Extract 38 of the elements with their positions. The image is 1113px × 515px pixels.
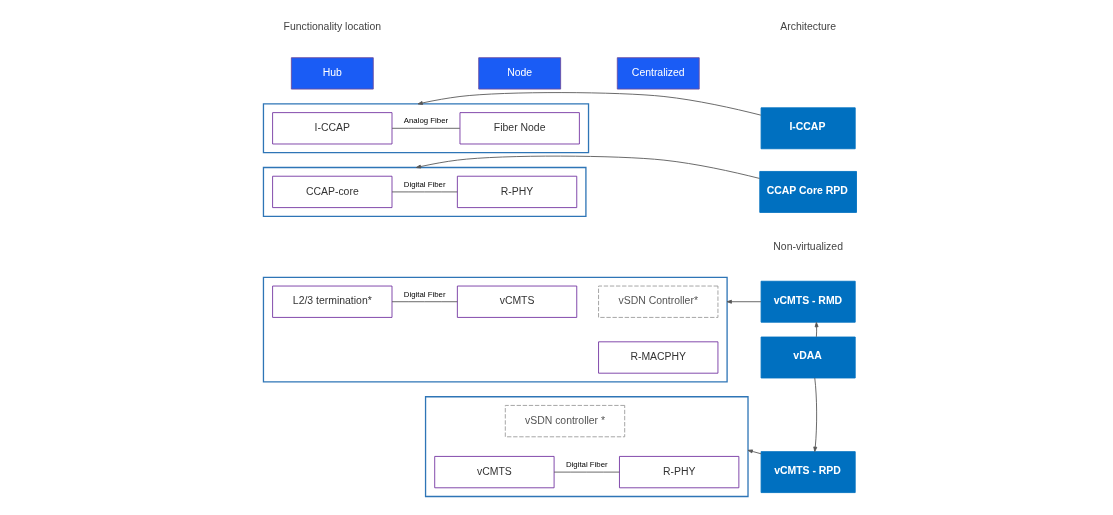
arrow [726, 299, 762, 304]
node-box: vSDN controller * [504, 405, 626, 438]
arrow [417, 92, 762, 116]
arrow [747, 449, 762, 455]
label: Functionality location [283, 20, 382, 32]
cluster [262, 276, 728, 383]
node-box: vSDN Controller* [598, 285, 719, 318]
connector [391, 191, 458, 193]
label: Architecture [780, 20, 836, 32]
edge-label: Analog Fiber [403, 116, 449, 126]
node-box: Centralized [616, 57, 700, 90]
label: Non-virtualized [773, 240, 843, 252]
edge-label: Digital Fiber [403, 289, 446, 299]
node-box: R-PHY [456, 175, 578, 209]
connector [553, 471, 620, 473]
connector [391, 127, 461, 129]
node-box: vDAA [760, 336, 856, 379]
connector [391, 301, 458, 303]
node-box: Node [478, 57, 562, 90]
node-box: vCMTS - RMD [760, 280, 856, 323]
node-box: I-CCAP [272, 112, 393, 145]
node-box: I-CCAP [760, 107, 856, 150]
cluster [424, 396, 749, 498]
arrow [814, 321, 819, 338]
node-box: vCMTS [456, 285, 578, 318]
edge-label: Digital Fiber [403, 179, 446, 189]
node-box: R-PHY [619, 456, 740, 489]
edge-label: Digital Fiber [565, 460, 608, 470]
node-box: L2/3 termination* [272, 285, 393, 318]
arrow [813, 377, 818, 452]
node-box: CCAP-core [272, 175, 393, 209]
node-box: Hub [290, 57, 374, 90]
node-box: Fiber Node [459, 112, 580, 145]
node-box: vCMTS [434, 456, 555, 489]
node-box: CCAP Core RPD [759, 171, 857, 213]
arrow [415, 155, 760, 179]
node-box: vCMTS - RPD [760, 451, 856, 494]
node-box: R-MACPHY [598, 341, 719, 374]
